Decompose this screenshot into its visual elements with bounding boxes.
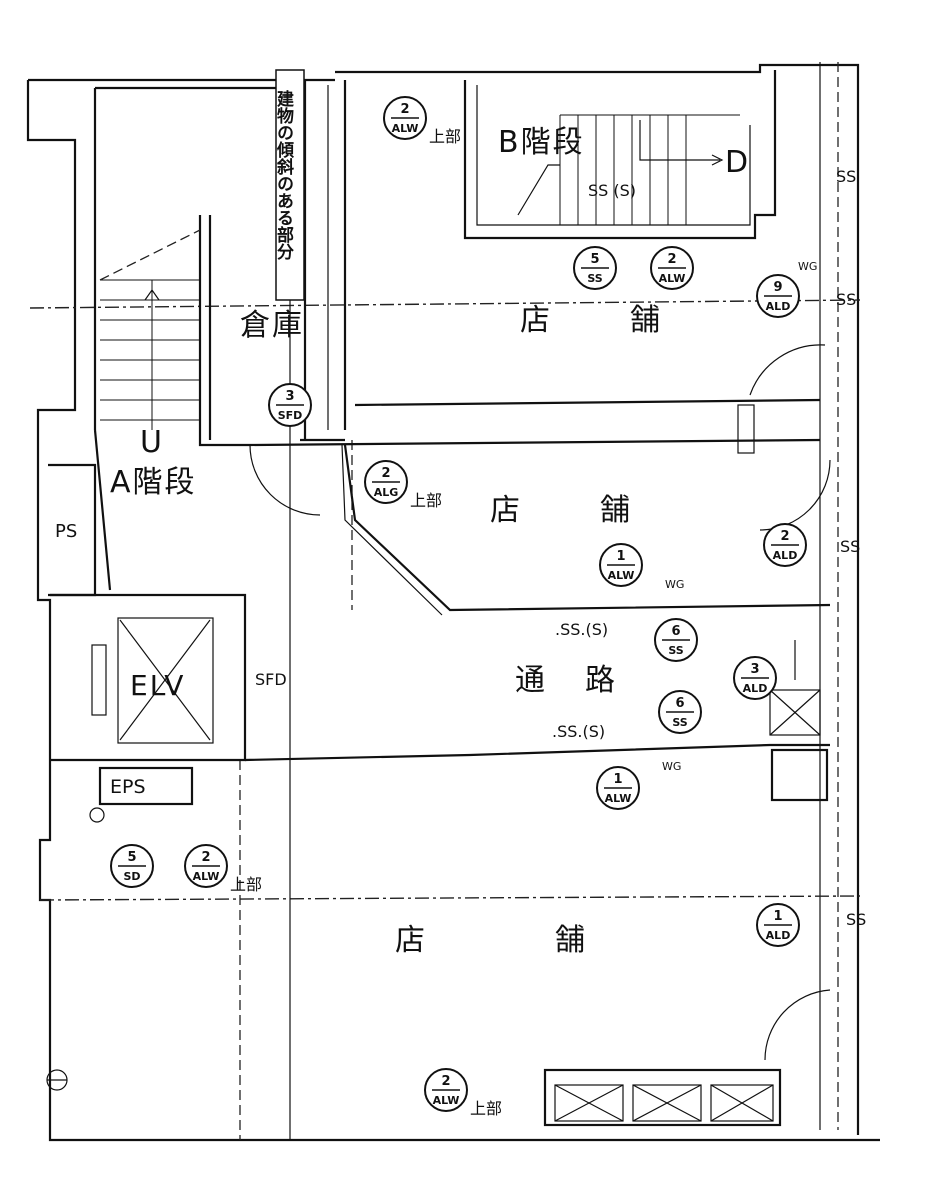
corridor-ss-2: .SS.(S) [552, 722, 605, 741]
marker-number: 2 [667, 252, 676, 267]
shop-middle: 店舗 [249, 438, 831, 616]
marker-tag: 上部 [470, 1099, 502, 1118]
stair-b-label: B階段 [498, 125, 585, 160]
sloped-building-note: 建物の傾斜のある部分 [273, 89, 295, 261]
marker-code: SS [668, 644, 683, 657]
marker-number: 5 [127, 850, 136, 865]
marker-number: 2 [201, 850, 210, 865]
gridlines [29, 299, 861, 1140]
marker-code: ALD [773, 549, 798, 562]
marker-code: SFD [278, 409, 303, 422]
ss-right-1: SS [836, 167, 856, 186]
marker-number: 2 [441, 1074, 450, 1089]
warehouse-strip: 建物の傾斜のある部分 [273, 69, 347, 442]
marker-code: ALD [743, 682, 768, 695]
elevator: ELV SFD [50, 593, 287, 762]
shop-bottom-label: 店舗 [395, 923, 715, 958]
marker-number: 3 [285, 389, 294, 404]
stair-b-ss: SS (S) [588, 181, 636, 200]
marker-code: ALW [193, 870, 220, 883]
marker-number: 1 [613, 772, 622, 787]
marker-code: ALW [605, 792, 632, 805]
marker-code: ALD [766, 929, 791, 942]
marker-number: 5 [590, 252, 599, 267]
ss-right-2: SS [836, 290, 856, 309]
shop-bottom: 店舗 [395, 923, 831, 1127]
marker-code: ALW [433, 1094, 460, 1107]
corridor-label: 通路 [515, 663, 655, 698]
elevator-label: ELV [130, 669, 185, 702]
shop-top: 店舗 [520, 303, 826, 454]
marker-code: ALW [608, 569, 635, 582]
shop-top-label: 店舗 [520, 303, 740, 338]
warehouse-area: 倉庫 [240, 308, 821, 407]
marker-code: SS [587, 272, 602, 285]
marker-code: SS [672, 716, 687, 729]
opening-marker: 5SD [110, 844, 154, 888]
marker-number: 2 [780, 529, 789, 544]
marker-number: 9 [773, 280, 782, 295]
marker-number: 1 [773, 909, 782, 924]
marker-code: ALW [392, 122, 419, 135]
opening-marker: 5SS [573, 246, 617, 290]
eps: EPS [46, 766, 194, 1091]
stair-b: B階段 D SS (S) [463, 70, 777, 240]
outer-walls [26, 62, 880, 1142]
marker-code: ALG [374, 486, 399, 499]
ss-right-3: SS [840, 537, 860, 556]
stair-a: U A階段 [99, 215, 250, 500]
marker-number: 6 [671, 624, 680, 639]
eps-label: EPS [110, 776, 146, 798]
marker-number: 2 [400, 102, 409, 117]
marker-number: 2 [381, 466, 390, 481]
marker-code: ALW [659, 272, 686, 285]
marker-tag: 上部 [410, 491, 442, 510]
shop-middle-label: 店舗 [490, 493, 710, 528]
marker-number: 6 [675, 696, 684, 711]
ps-shaft: PS [48, 429, 112, 597]
wg-3: WG [798, 260, 817, 273]
opening-marker: 6SS [658, 690, 702, 734]
exhaust-units [543, 1068, 782, 1127]
corridor: 通路 .SS.(S) .SS.(S) [244, 620, 830, 802]
stair-a-label: A階段 [110, 465, 197, 500]
ps-label: PS [55, 521, 77, 542]
marker-number: 1 [616, 549, 625, 564]
marker-code: ALD [766, 300, 791, 313]
corridor-ss-1: .SS.(S) [555, 620, 608, 639]
wg-2: WG [662, 760, 681, 773]
marker-number: 3 [750, 662, 759, 677]
opening-marker: 6SS [654, 618, 698, 662]
sfd-label: SFD [255, 670, 287, 689]
marker-tag: 上部 [230, 875, 262, 894]
marker-tag: 上部 [429, 127, 461, 146]
warehouse-label: 倉庫 [240, 308, 304, 343]
stair-a-up: U [140, 425, 164, 460]
side-labels: SS SS SS SS WG WG WG [662, 167, 866, 929]
wg-1: WG [665, 578, 684, 591]
stair-b-down: D [725, 145, 750, 180]
marker-code: SD [123, 870, 140, 883]
ss-right-4: SS [846, 910, 866, 929]
